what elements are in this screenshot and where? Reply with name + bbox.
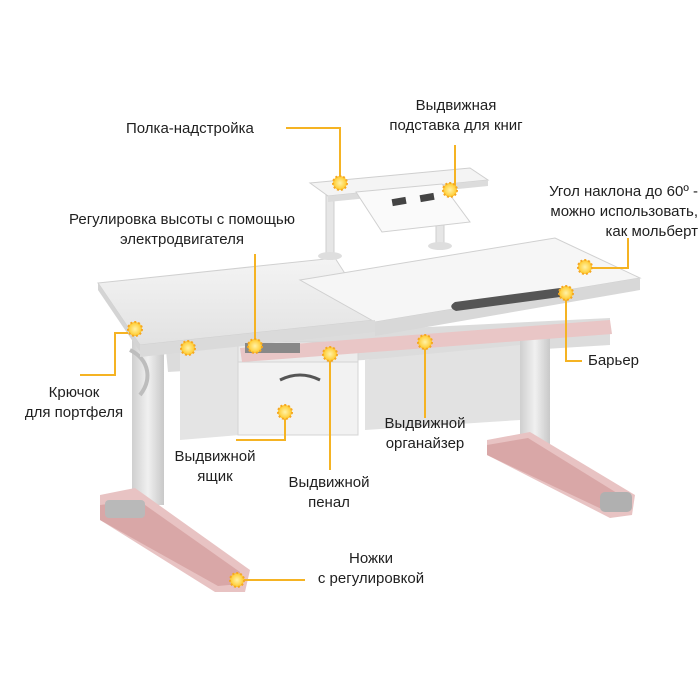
callout-dot-book-stand (442, 182, 458, 198)
callout-line-barrier (565, 293, 582, 362)
label-line: Регулировка высоты с помощью (69, 211, 295, 228)
organizer-panel (365, 345, 520, 430)
label-line: Угол наклона до 60º - (549, 183, 698, 200)
callout-label-organizer: Выдвижной органайзер (370, 414, 480, 454)
label-line: Барьер (588, 352, 640, 369)
label-line: органайзер (385, 435, 465, 452)
label-line: электродвигателя (119, 231, 245, 248)
right-foot (487, 432, 635, 518)
right-leg-column (520, 330, 550, 450)
left-foot (100, 488, 250, 592)
left-leg-column (132, 330, 164, 505)
callout-dot-height (247, 338, 263, 354)
label-line: Выдвижной (288, 474, 370, 491)
label-line: Выдвижная (415, 97, 497, 114)
callout-line-shelf (286, 127, 341, 183)
callout-label-legs: Ножки с регулировкой (296, 549, 446, 589)
callout-dots (127, 175, 593, 588)
label-line: с регулировкой (317, 570, 425, 587)
label-line: подставка для книг (389, 117, 523, 134)
callout-label-book-stand: Выдвижная подставка для книг (368, 96, 544, 136)
callout-label-height: Регулировка высоты с помощью электродвиг… (52, 210, 312, 250)
callout-lines (80, 127, 629, 581)
label-line: Выдвижной (174, 448, 256, 465)
callout-label-hook: Крючок для портфеля (4, 383, 144, 423)
label-line: ящик (197, 468, 233, 485)
callout-line-drawer (236, 412, 286, 441)
callout-label-barrier: Барьер (588, 351, 639, 371)
callout-dot-legs (229, 572, 245, 588)
callout-dot-organizer (417, 334, 433, 350)
callout-dot-hook (127, 321, 143, 337)
label-line: как мольберт (605, 223, 698, 240)
callout-dot-tilt (577, 259, 593, 275)
pen-tray (451, 288, 565, 311)
callout-dot-shelf (332, 175, 348, 191)
label-line: можно использовать, (550, 203, 698, 220)
label-line: Выдвижной (384, 415, 466, 432)
control-panel (245, 343, 300, 353)
callout-dot-hook-2 (180, 340, 196, 356)
book-stand (355, 183, 471, 233)
callout-label-drawer: Выдвижной ящик (160, 447, 270, 487)
label-line: пенал (308, 494, 350, 511)
callout-label-tilt: Угол наклона до 60º - можно использовать… (516, 182, 698, 242)
callout-label-shelf: Полка-надстройка (126, 119, 254, 139)
callout-label-pencil-case: Выдвижной пенал (274, 473, 384, 513)
callout-dot-drawer (277, 404, 293, 420)
label-line: Ножки (349, 550, 393, 567)
hook-lever (128, 348, 150, 397)
callout-dot-barrier (558, 285, 574, 301)
callout-dot-pencil-case (322, 346, 338, 362)
label-line: Крючок (48, 384, 100, 401)
callout-line-hook (80, 332, 128, 376)
label-line: для портфеля (24, 404, 124, 421)
callout-line-tilt (585, 238, 629, 269)
label-line: Полка-надстройка (126, 120, 254, 137)
